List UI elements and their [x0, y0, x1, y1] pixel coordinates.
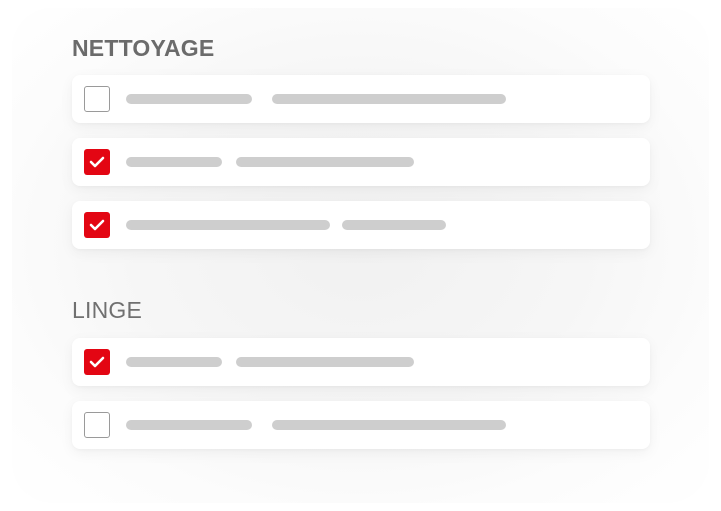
placeholder-text-short — [126, 357, 222, 367]
placeholder-text-short — [126, 420, 252, 430]
checklist-row — [72, 138, 650, 186]
placeholder-text-short — [126, 157, 222, 167]
checklist-row — [72, 75, 650, 123]
section-title-linge: LINGE — [72, 297, 143, 323]
checkbox[interactable] — [84, 212, 110, 238]
placeholder-text-short — [342, 220, 446, 230]
placeholder-text-long — [272, 94, 506, 104]
checklist-row — [72, 401, 650, 449]
placeholder-text-long — [236, 157, 414, 167]
checkbox[interactable] — [84, 412, 110, 438]
checkbox[interactable] — [84, 86, 110, 112]
checklist-nettoyage — [72, 75, 650, 264]
checklist-row — [72, 201, 650, 249]
checklist-linge — [72, 338, 650, 464]
checkbox[interactable] — [84, 349, 110, 375]
check-icon — [89, 219, 105, 231]
checklist-row — [72, 338, 650, 386]
check-icon — [89, 356, 105, 368]
placeholder-text-long — [126, 220, 330, 230]
placeholder-text-long — [272, 420, 506, 430]
checkbox[interactable] — [84, 149, 110, 175]
check-icon — [89, 156, 105, 168]
placeholder-text-short — [126, 94, 252, 104]
section-title-nettoyage: NETTOYAGE — [72, 35, 215, 61]
placeholder-text-long — [236, 357, 414, 367]
